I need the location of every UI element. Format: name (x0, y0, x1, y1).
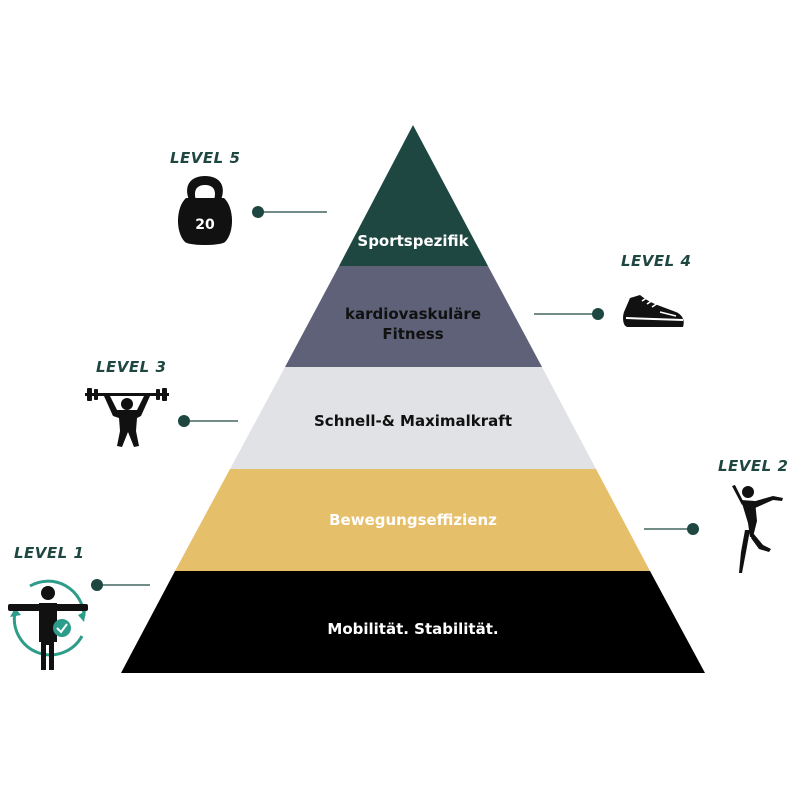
tier-1-label: Mobilität. Stabilität. (327, 620, 498, 638)
connector-level-5 (252, 206, 327, 218)
dancer-icon (732, 485, 783, 573)
tier-4-label-line-1: kardiovaskuläre (345, 305, 481, 323)
connector-level-1 (91, 579, 150, 591)
level-4-label: LEVEL 4 (621, 252, 691, 270)
tier-5-label: Sportspezifik (357, 232, 469, 250)
level-5-label: LEVEL 5 (170, 149, 240, 167)
tier-2-band (175, 469, 650, 571)
connector-level-3 (178, 415, 238, 427)
tier-1-band (121, 571, 705, 673)
tier-3-label: Schnell-& Maximalkraft (314, 412, 512, 430)
tier-3-band (230, 367, 596, 469)
person-mobility-icon (8, 579, 88, 670)
tier-4-band (285, 266, 542, 367)
level-1-label: LEVEL 1 (14, 544, 84, 562)
weightlifter-icon (85, 388, 169, 447)
connector-level-4 (534, 308, 604, 320)
kettlebell-icon: 20 (177, 176, 233, 245)
tier-4-label-line-2: Fitness (382, 325, 443, 343)
sneaker-icon (623, 295, 684, 327)
tier-5-band (339, 125, 488, 266)
connector-level-2 (644, 523, 699, 535)
tier-2-label: Bewegungseffizienz (329, 511, 497, 529)
kettlebell-badge: 20 (195, 217, 215, 233)
level-2-label: LEVEL 2 (718, 457, 788, 475)
level-3-label: LEVEL 3 (96, 358, 166, 376)
